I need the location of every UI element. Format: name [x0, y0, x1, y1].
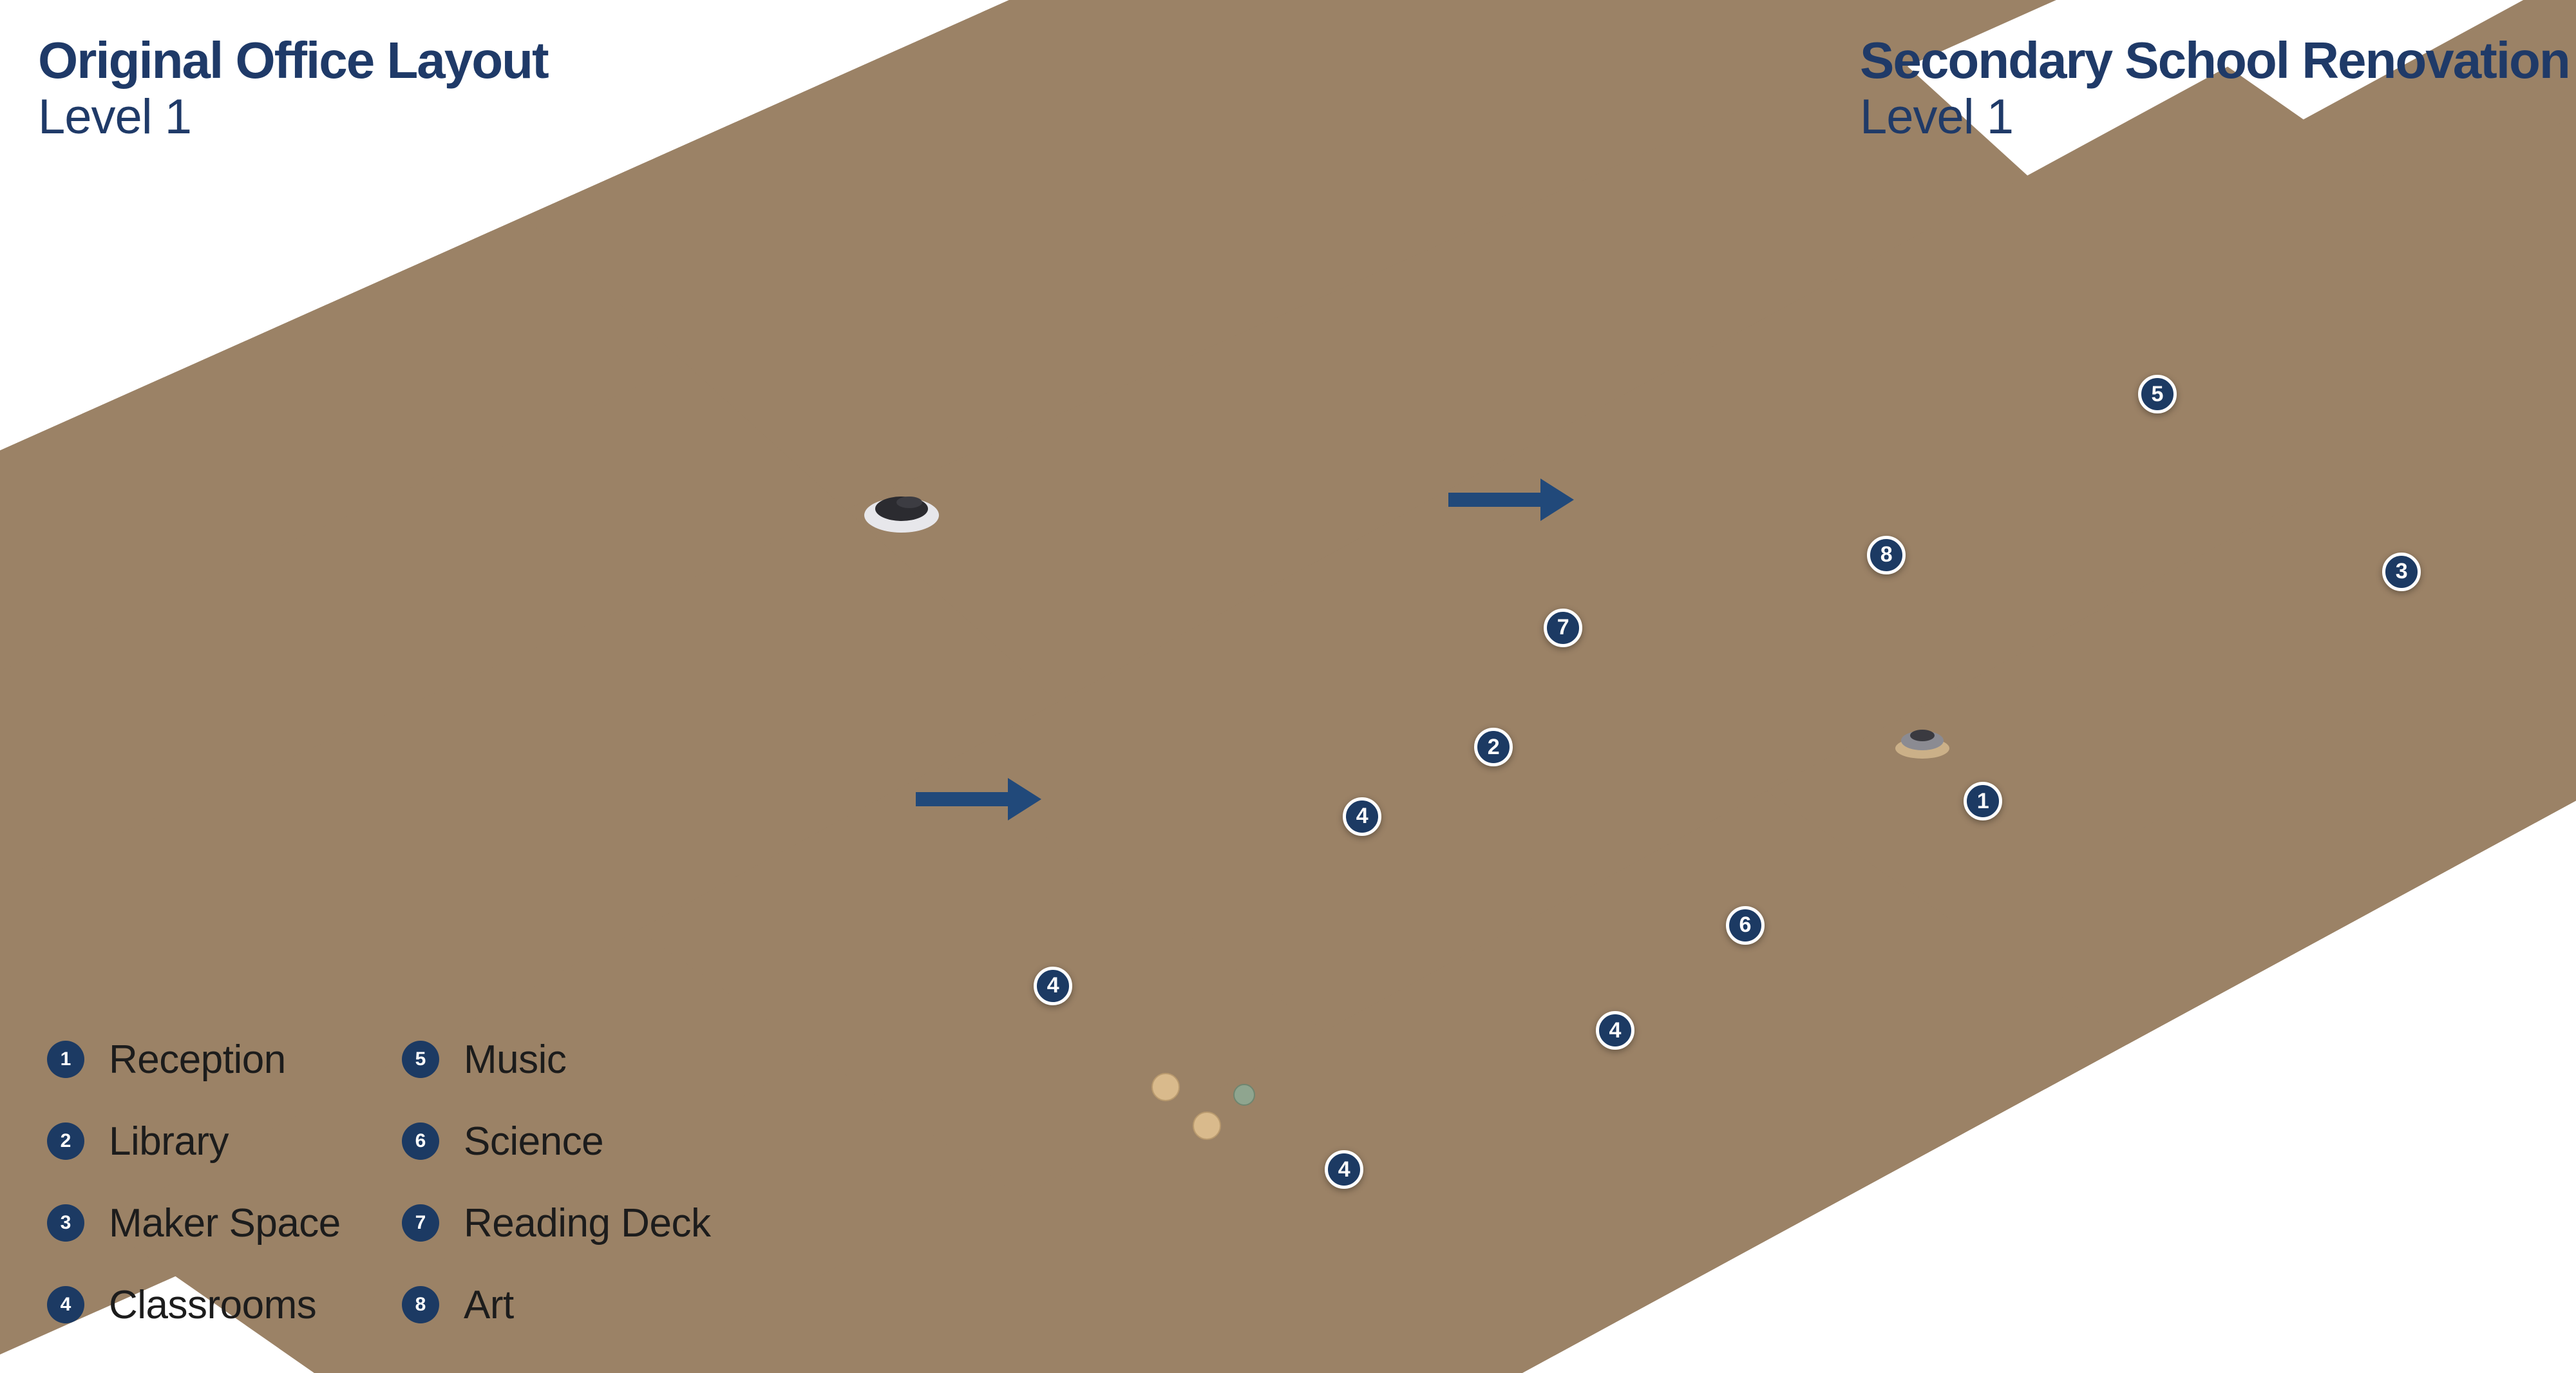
- original-plan-header: Original Office Layout Level 1: [38, 32, 549, 144]
- legend-number: 1: [60, 1048, 71, 1070]
- original-office-plan: [0, 0, 1701, 1373]
- legend-number: 7: [415, 1212, 426, 1233]
- legend-label: Reading Deck: [464, 1200, 711, 1245]
- legend-item: 1 Reception: [47, 1037, 402, 1082]
- legend-number: 5: [415, 1048, 426, 1070]
- legend-label: Science: [464, 1119, 604, 1164]
- legend-number-badge: 6: [402, 1122, 439, 1160]
- legend-number-badge: 7: [402, 1204, 439, 1242]
- legend-label: Classrooms: [109, 1282, 317, 1327]
- transformation-arrows: [916, 478, 1574, 820]
- legend-number: 3: [60, 1212, 71, 1233]
- legend-number-badge: 3: [47, 1204, 84, 1242]
- legend-label: Reception: [109, 1037, 286, 1082]
- legend-number: 6: [415, 1130, 426, 1151]
- arrow-icon: [916, 778, 1041, 820]
- legend-label: Maker Space: [109, 1200, 341, 1245]
- legend-number: 2: [60, 1130, 71, 1151]
- legend-item: 5 Music: [402, 1037, 757, 1082]
- legend-number: 4: [60, 1294, 71, 1315]
- original-plan-subtitle: Level 1: [38, 90, 192, 144]
- legend-item: 3 Maker Space: [47, 1201, 402, 1245]
- legend-number-badge: 4: [47, 1286, 84, 1323]
- legend-number-badge: 1: [47, 1041, 84, 1078]
- legend: 1 Reception 2 Library 3 Maker Space: [47, 1037, 757, 1327]
- renovation-plan-subtitle: Level 1: [1860, 90, 2014, 144]
- renovation-plan-title: Secondary School Renovation: [1860, 32, 2571, 89]
- legend-number: 8: [415, 1294, 426, 1315]
- legend-item: 8 Art: [402, 1283, 757, 1327]
- office-reception-desk: [864, 497, 939, 533]
- legend-item: 4 Classrooms: [47, 1283, 402, 1327]
- legend-label: Art: [464, 1282, 514, 1327]
- legend-item: 2 Library: [47, 1119, 402, 1164]
- legend-item: 6 Science: [402, 1119, 757, 1164]
- legend-item: 7 Reading Deck: [402, 1201, 757, 1245]
- legend-number-badge: 8: [402, 1286, 439, 1323]
- renovation-plan: [841, 0, 2576, 1373]
- renovation-plan-header: Secondary School Renovation Level 1: [1860, 32, 2571, 144]
- arrow-icon: [1448, 478, 1574, 521]
- school-reception-desk: [1895, 730, 1949, 759]
- breakout-round-tables: [1151, 1073, 1255, 1140]
- legend-label: Library: [109, 1119, 229, 1164]
- legend-label: Music: [464, 1037, 567, 1082]
- legend-number-badge: 2: [47, 1122, 84, 1160]
- original-plan-title: Original Office Layout: [38, 32, 549, 89]
- legend-number-badge: 5: [402, 1041, 439, 1078]
